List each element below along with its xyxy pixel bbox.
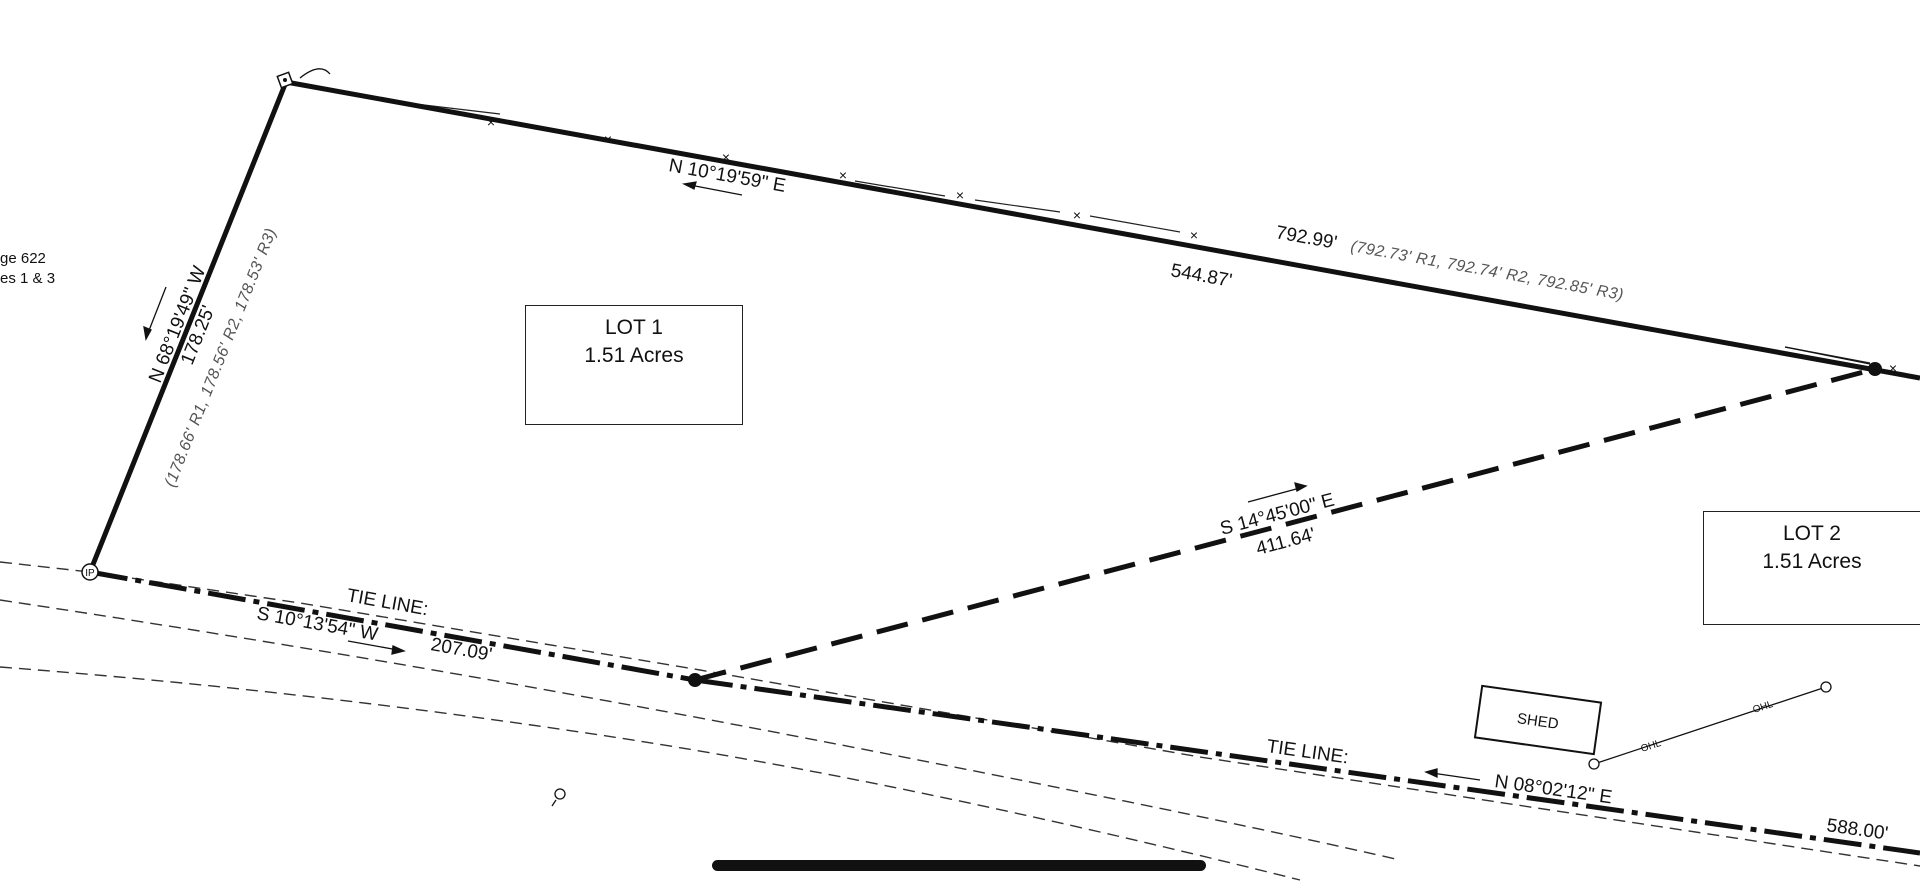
north-property-line — [285, 79, 1920, 381]
road-right-of-way-lines — [0, 561, 1920, 881]
ohl-label-2: OHL — [1752, 699, 1775, 716]
division-line — [694, 366, 1876, 683]
row-line-center — [0, 599, 1401, 861]
tie-line-west-length: 207.09' — [429, 634, 493, 666]
iron-pin-label: IP — [85, 568, 95, 579]
fence-x: × — [839, 167, 847, 183]
fence-x: × — [1073, 207, 1081, 223]
tie-line-east-arrow — [1424, 768, 1481, 781]
west-line-arrow — [143, 286, 167, 341]
tie-line-west-bearing: S 10°13'54" W — [255, 603, 379, 645]
row-line-south — [0, 666, 1301, 881]
fence-x: × — [1190, 227, 1198, 243]
tie-line-west-arrow — [347, 640, 406, 655]
corner-tick-ne — [1784, 346, 1871, 365]
home-indicator-bar[interactable] — [712, 860, 1206, 871]
north-line-arrow — [681, 181, 743, 196]
shed-outline — [1473, 684, 1603, 756]
lot-1-name: LOT 1 — [605, 316, 663, 339]
iron-pin-sw — [81, 563, 99, 581]
ohl-label-1: OHL — [1640, 738, 1663, 755]
margin-note-line-1: ge 622 — [0, 250, 46, 267]
lot-2-label-box: LOT 2 1.51 Acres — [1703, 511, 1920, 625]
row-line-north — [0, 561, 1920, 867]
margin-note-line-2: es 1 & 3 — [0, 270, 55, 287]
tie-line-west — [89, 569, 696, 683]
west-property-line — [87, 81, 289, 573]
division-line-arrow — [1247, 482, 1308, 503]
lot-1-area: 1.51 Acres — [584, 344, 684, 367]
fence-x: × — [487, 114, 495, 130]
division-corner-south — [688, 673, 702, 687]
north-line-total-length: 792.99' — [1274, 222, 1338, 254]
overhead-line: OHL OHL — [1588, 681, 1832, 770]
lot-2-name: LOT 2 — [1783, 522, 1841, 545]
utility-pole-3 — [554, 788, 566, 800]
north-line-record-refs: (792.73' R1, 792.74' R2, 792.85' R3) — [1349, 238, 1625, 304]
north-line-segment-length: 544.87' — [1169, 260, 1233, 292]
shed: SHED — [1473, 684, 1603, 756]
corner-monument-nw-dot — [283, 78, 287, 82]
utility-pole-2 — [1820, 681, 1832, 693]
tie-line-east — [694, 677, 1920, 856]
fence-x: × — [722, 149, 730, 165]
utility-pole-3-tick — [551, 799, 557, 807]
lot-1-label-box: LOT 1 1.51 Acres — [525, 305, 743, 425]
utility-pole-1 — [1588, 758, 1600, 770]
division-corner-north — [1868, 362, 1882, 376]
fence-x: × — [956, 187, 964, 203]
fence-x: × — [1889, 360, 1897, 376]
corner-markers: IP — [81, 68, 1882, 687]
lot-2-area: 1.51 Acres — [1762, 550, 1862, 573]
corner-arc-nw — [299, 68, 331, 79]
tie-line-west-label: TIE LINE: — [345, 585, 430, 620]
shed-label: SHED — [1516, 710, 1560, 733]
division-line-bearing: S 14°45'00" E — [1218, 490, 1337, 540]
